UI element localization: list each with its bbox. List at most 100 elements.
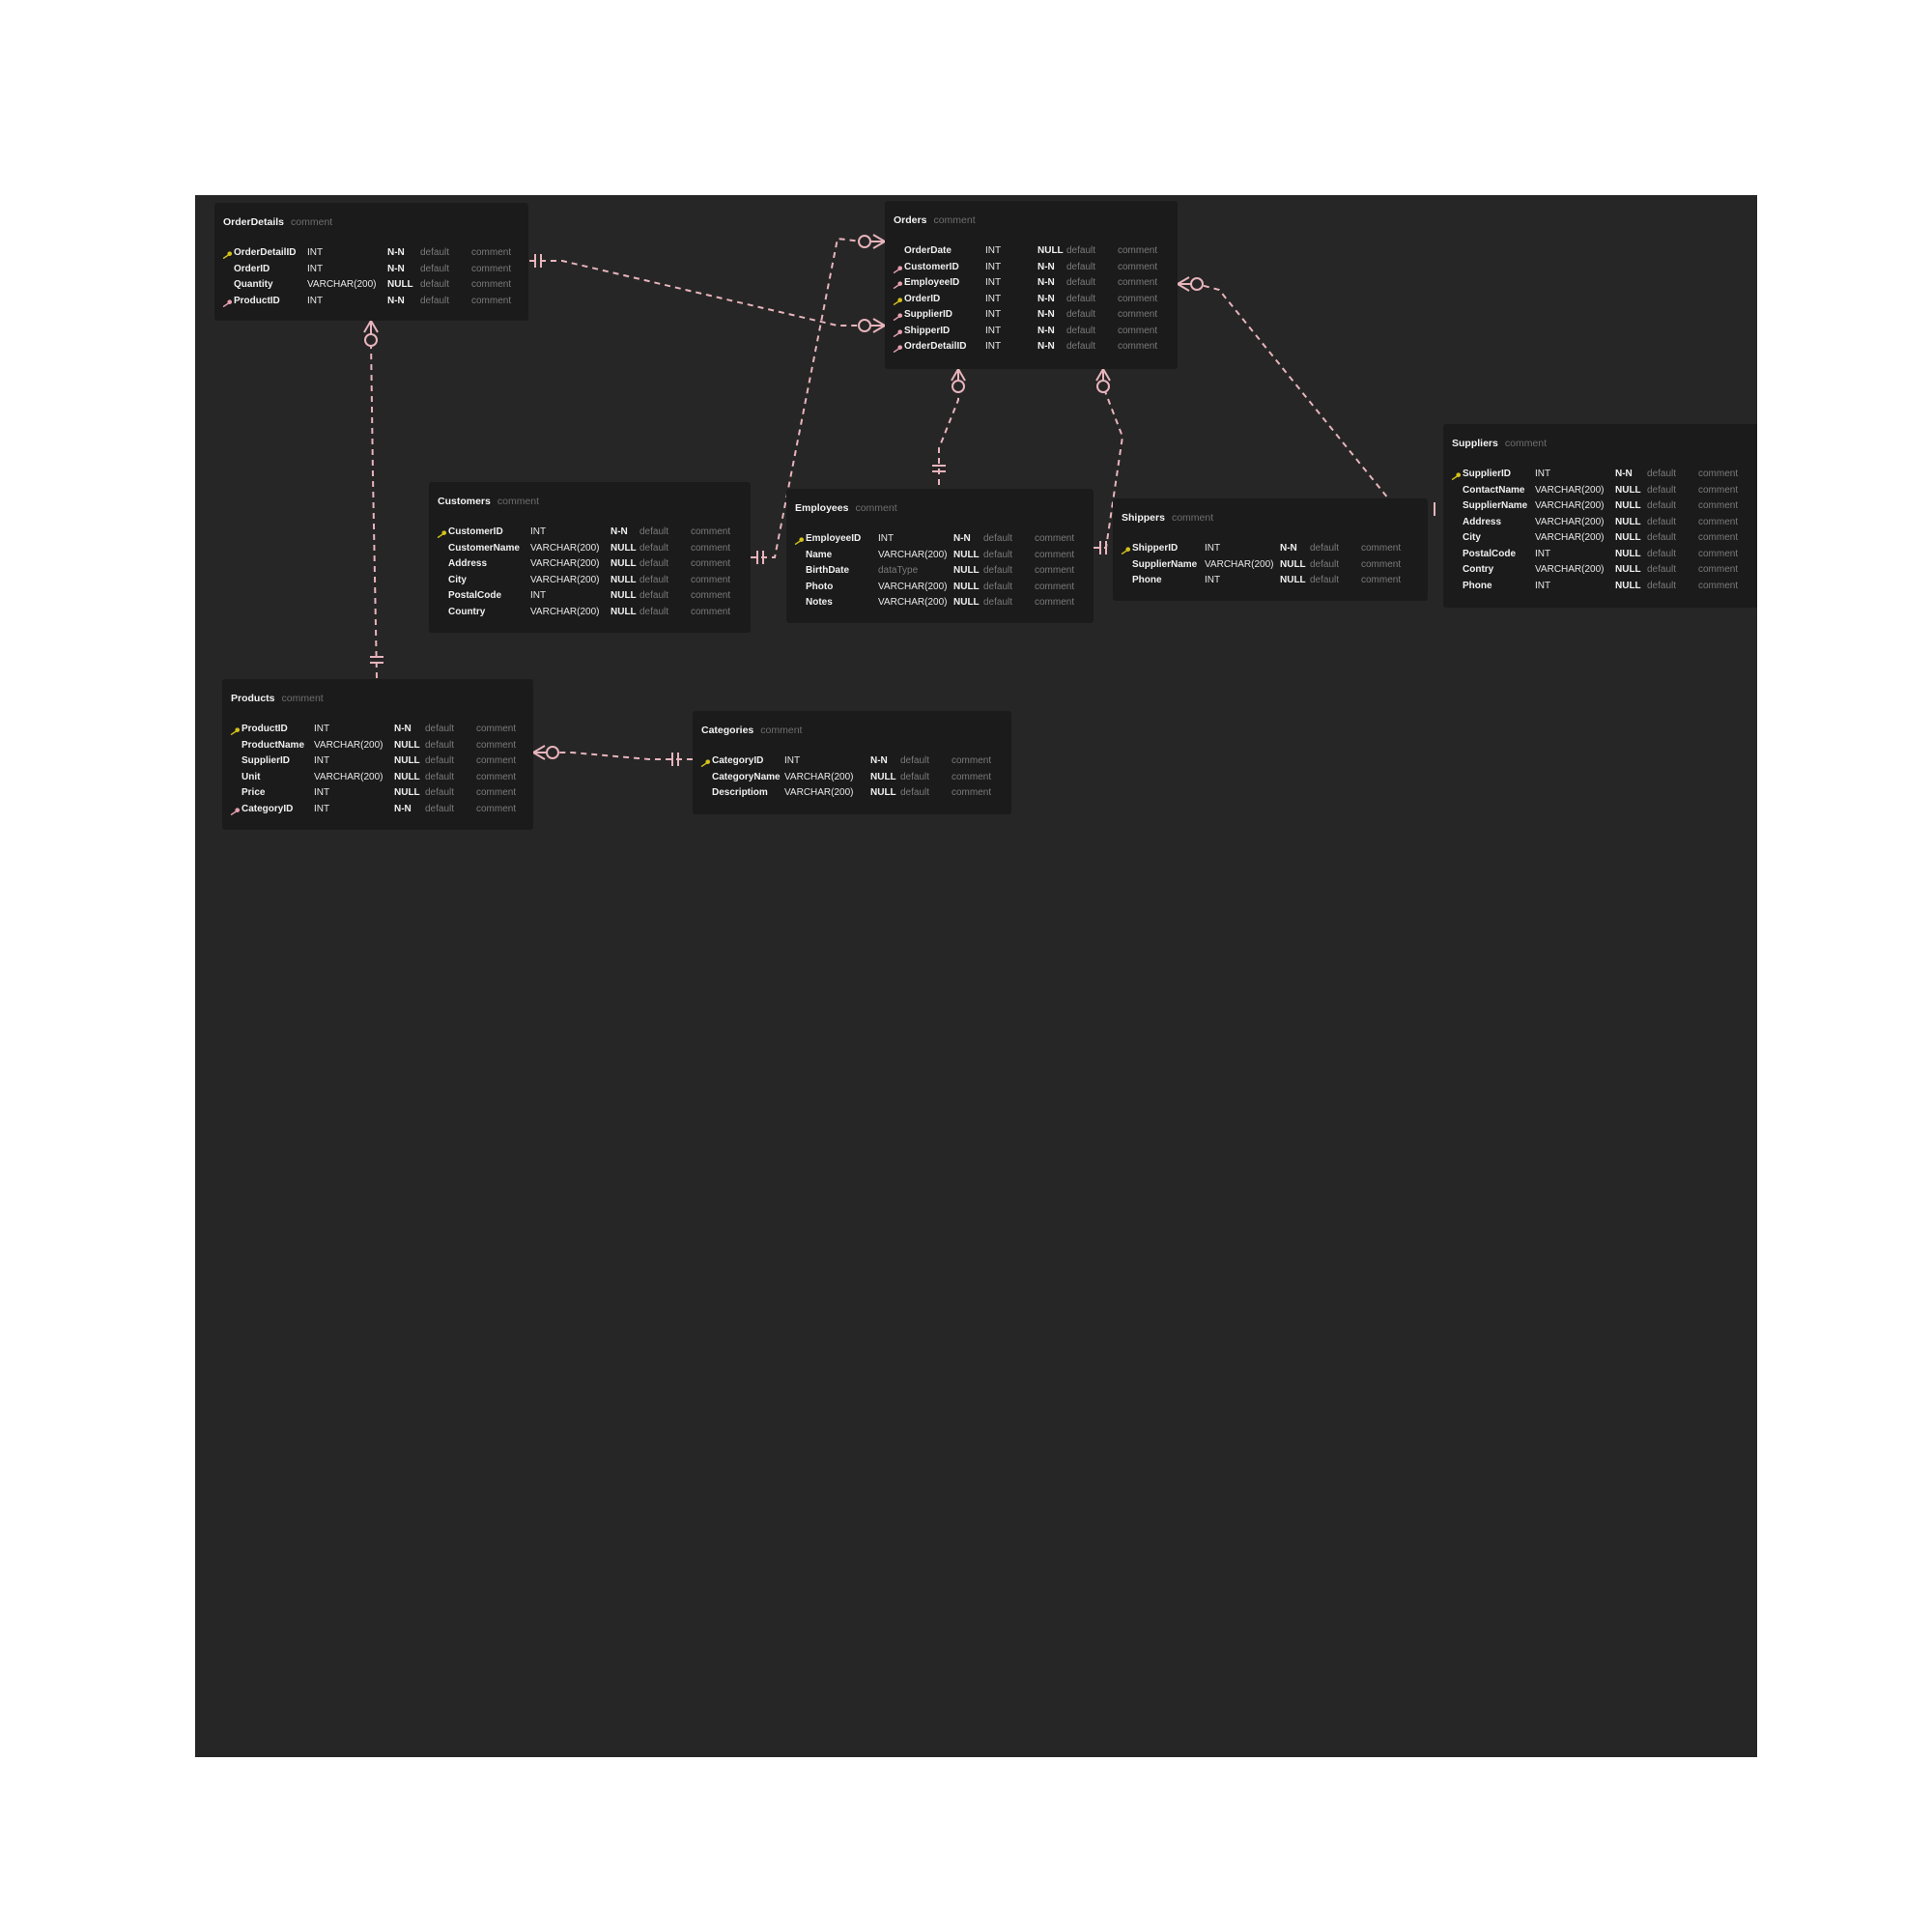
- column-name: Country: [448, 606, 486, 617]
- column-nullable: NULL: [1615, 564, 1641, 575]
- primary-key-icon: [1121, 545, 1132, 555]
- column-nullable: N-N: [387, 247, 405, 258]
- table-name: Products: [231, 693, 275, 704]
- column-name: OrderDetailID: [234, 247, 297, 258]
- column-name: ShipperID: [904, 325, 951, 336]
- column-type: VARCHAR(200): [530, 558, 600, 569]
- column-name: Phone: [1463, 580, 1492, 591]
- column-type: VARCHAR(200): [314, 771, 384, 782]
- column-default: default: [425, 803, 455, 814]
- column-nullable: NULL: [870, 787, 896, 798]
- column-default: default: [983, 565, 1013, 576]
- column-nullable: NULL: [953, 565, 980, 576]
- column-comment: comment: [1035, 581, 1075, 592]
- column-default: default: [1066, 293, 1096, 304]
- column-default: default: [639, 574, 669, 585]
- column-type: INT: [985, 325, 1002, 336]
- column-comment: comment: [1361, 558, 1402, 570]
- primary-key-icon: [794, 535, 806, 546]
- column-type: VARCHAR(200): [1535, 564, 1605, 575]
- column-type: INT: [314, 755, 330, 766]
- crows-foot-many-icon: [871, 318, 886, 333]
- column-nullable: NULL: [611, 574, 637, 585]
- column-default: default: [639, 526, 669, 537]
- foreign-key-icon: [230, 806, 242, 815]
- zero-circle-icon: [1190, 277, 1204, 291]
- foreign-key-icon: [893, 327, 904, 337]
- column-nullable: N-N: [1615, 469, 1633, 479]
- column-comment: comment: [1118, 277, 1158, 288]
- column-comment: comment: [1698, 548, 1739, 559]
- table-name: Employees: [795, 502, 849, 514]
- column-type: INT: [314, 787, 330, 798]
- column-name: Address: [1463, 516, 1502, 527]
- column-name: CategoryID: [242, 803, 294, 814]
- column-name: CategoryName: [712, 771, 781, 782]
- column-comment: comment: [1118, 293, 1158, 304]
- column-comment: comment: [476, 803, 517, 814]
- column-comment: comment: [1698, 580, 1739, 591]
- column-comment: comment: [691, 558, 731, 569]
- column-comment: comment: [1035, 549, 1075, 560]
- column-name: EmployeeID: [904, 277, 960, 288]
- column-type: VARCHAR(200): [314, 739, 384, 751]
- column-name: SupplierID: [1463, 469, 1512, 479]
- column-type: INT: [985, 245, 1002, 256]
- column-type: INT: [314, 724, 330, 734]
- column-default: default: [425, 724, 455, 734]
- column-nullable: N-N: [394, 803, 412, 814]
- column-comment: comment: [471, 295, 512, 306]
- column-name: ShipperID: [1132, 543, 1179, 554]
- column-name: Quantity: [234, 279, 273, 290]
- primary-key-icon: [230, 725, 242, 736]
- column-nullable: N-N: [1037, 277, 1055, 288]
- column-default: default: [639, 606, 669, 617]
- foreign-key-icon: [893, 343, 904, 354]
- column-nullable: N-N: [394, 724, 412, 734]
- table-comment: comment: [760, 724, 803, 736]
- column-comment: comment: [1035, 597, 1075, 608]
- column-type: INT: [1535, 580, 1551, 591]
- diagram-canvas[interactable]: OrderDetails comment OrderDetailID INT N-N d…: [195, 195, 1757, 1757]
- table-comment: comment: [933, 214, 976, 226]
- column-nullable: N-N: [611, 526, 628, 537]
- relation-suppliers-orders: [1196, 283, 1415, 510]
- primary-key-icon: [437, 528, 448, 539]
- column-type: VARCHAR(200): [878, 581, 948, 592]
- column-default: default: [983, 597, 1013, 608]
- column-name: OrderDetailID: [904, 341, 967, 352]
- column-comment: comment: [471, 279, 512, 290]
- column-comment: comment: [1698, 484, 1739, 496]
- column-default: default: [1066, 325, 1096, 336]
- table-name: OrderDetails: [223, 216, 285, 228]
- column-type: VARCHAR(200): [530, 574, 600, 585]
- column-comment: comment: [476, 739, 517, 751]
- column-type: VARCHAR(200): [530, 606, 600, 617]
- column-nullable: NULL: [394, 739, 420, 751]
- zero-circle-icon: [858, 319, 871, 332]
- column-default: default: [425, 755, 455, 766]
- column-default: default: [1647, 580, 1677, 591]
- table-products[interactable]: Products comment ProductID INT N-N default co…: [222, 679, 533, 830]
- column-comment: comment: [476, 771, 517, 782]
- column-default: default: [420, 295, 450, 306]
- column-name: ProductID: [242, 724, 288, 734]
- zero-circle-icon: [952, 380, 965, 393]
- column-comment: comment: [691, 590, 731, 601]
- column-name: ProductName: [242, 739, 305, 751]
- column-nullable: NULL: [394, 755, 420, 766]
- column-comment: comment: [476, 755, 517, 766]
- column-type: VARCHAR(200): [878, 549, 948, 560]
- column-default: default: [639, 542, 669, 554]
- column-nullable: NULL: [1615, 484, 1641, 496]
- column-nullable: NULL: [611, 606, 637, 617]
- column-name: OrderID: [234, 263, 270, 274]
